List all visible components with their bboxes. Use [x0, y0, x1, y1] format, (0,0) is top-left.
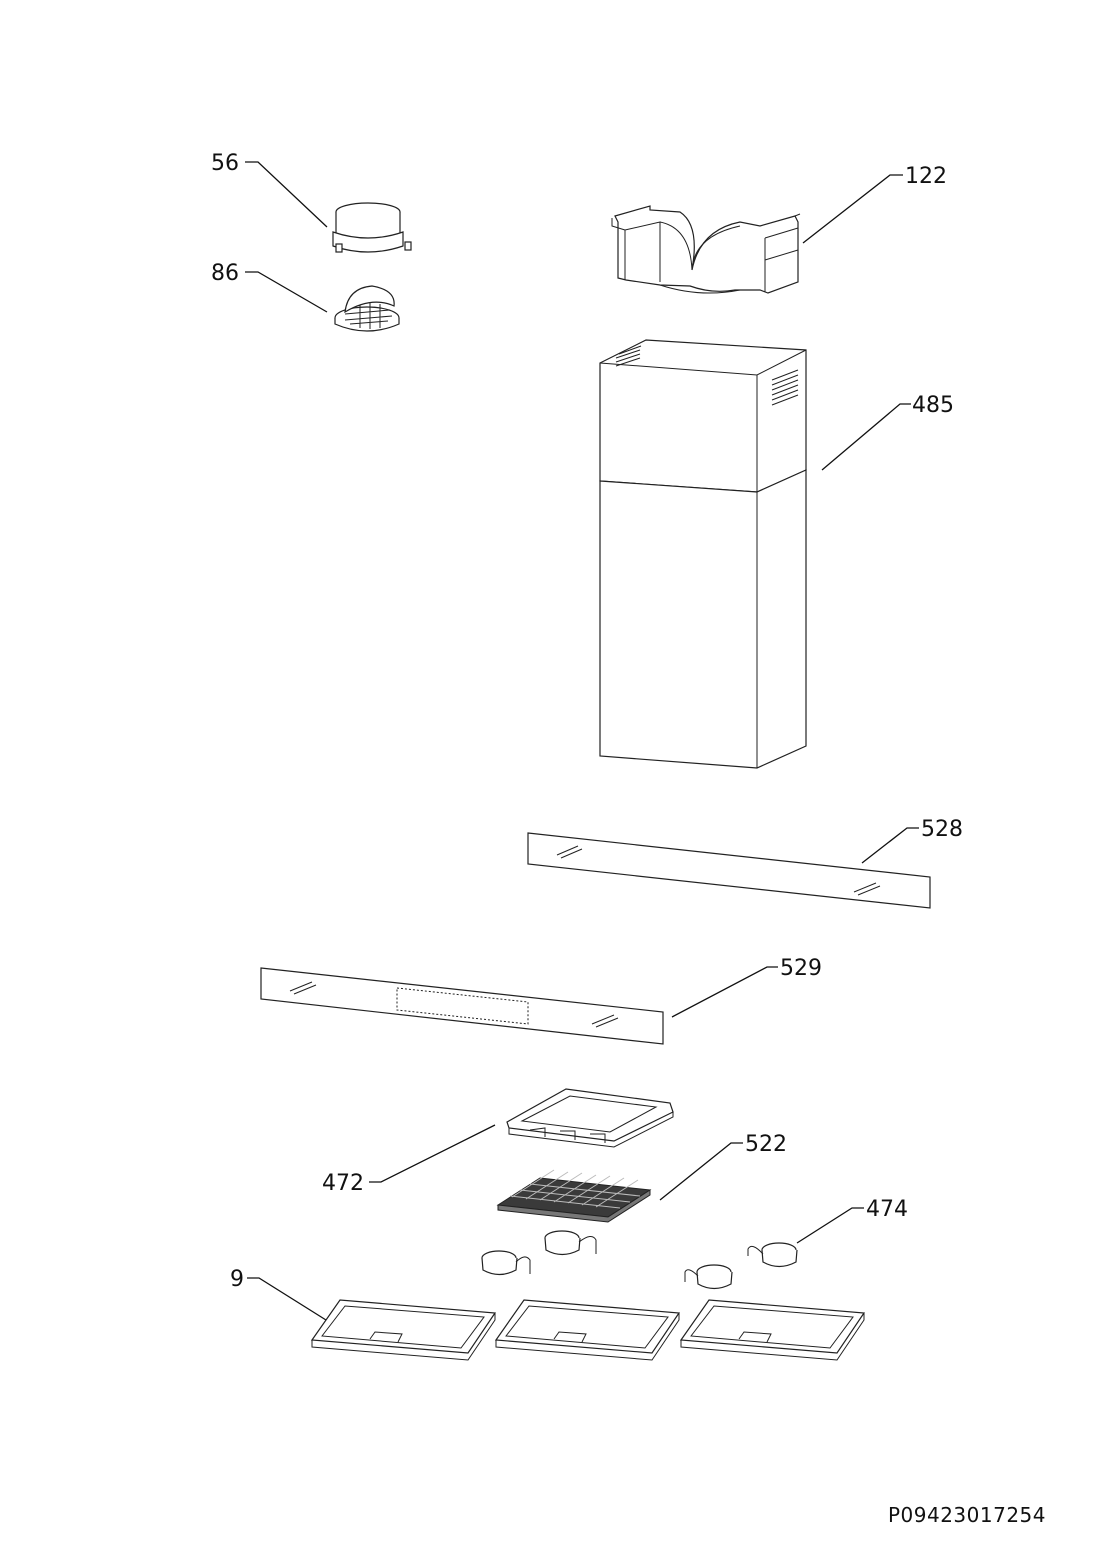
- leader-56: [245, 161, 328, 228]
- leader-86: [245, 271, 328, 313]
- part-9-grease-filters: [310, 1299, 866, 1361]
- lamp-2: [544, 1230, 597, 1256]
- part-56-duct-connector: [332, 202, 412, 253]
- label-56: 56: [211, 151, 239, 176]
- grease-filter-2: [494, 1299, 681, 1361]
- leader-9: [247, 1277, 327, 1321]
- part-528-glass-panel: [527, 832, 931, 909]
- label-485: 485: [912, 393, 954, 418]
- part-522-carbon-filter: [496, 1169, 652, 1223]
- part-122-air-outlet-duct: [611, 205, 801, 294]
- lamp-3: [684, 1264, 733, 1290]
- document-code: P09423017254: [887, 1503, 1046, 1527]
- leader-528: [861, 827, 919, 864]
- leader-474: [796, 1207, 864, 1244]
- grease-filter-1: [310, 1299, 497, 1361]
- lamp-4: [747, 1242, 798, 1268]
- leader-529: [671, 966, 778, 1018]
- label-528: 528: [921, 817, 963, 842]
- label-122: 122: [905, 164, 947, 189]
- label-529: 529: [780, 956, 822, 981]
- label-522: 522: [745, 1132, 787, 1157]
- leader-522: [659, 1142, 743, 1201]
- leader-122: [802, 174, 903, 244]
- lamp-1: [481, 1250, 531, 1276]
- label-9: 9: [230, 1267, 244, 1292]
- leader-485: [821, 403, 911, 471]
- label-86: 86: [211, 261, 239, 286]
- part-474-lamps: [481, 1230, 798, 1290]
- part-529-glass-panel: [260, 967, 664, 1045]
- leader-472: [369, 1124, 496, 1183]
- part-472-filter-frame: [506, 1088, 674, 1148]
- part-86-backflow-valve: [334, 285, 400, 332]
- grease-filter-3: [679, 1299, 866, 1361]
- label-472: 472: [322, 1171, 364, 1196]
- part-485-chimney-cover: [599, 339, 807, 769]
- label-474: 474: [866, 1197, 908, 1222]
